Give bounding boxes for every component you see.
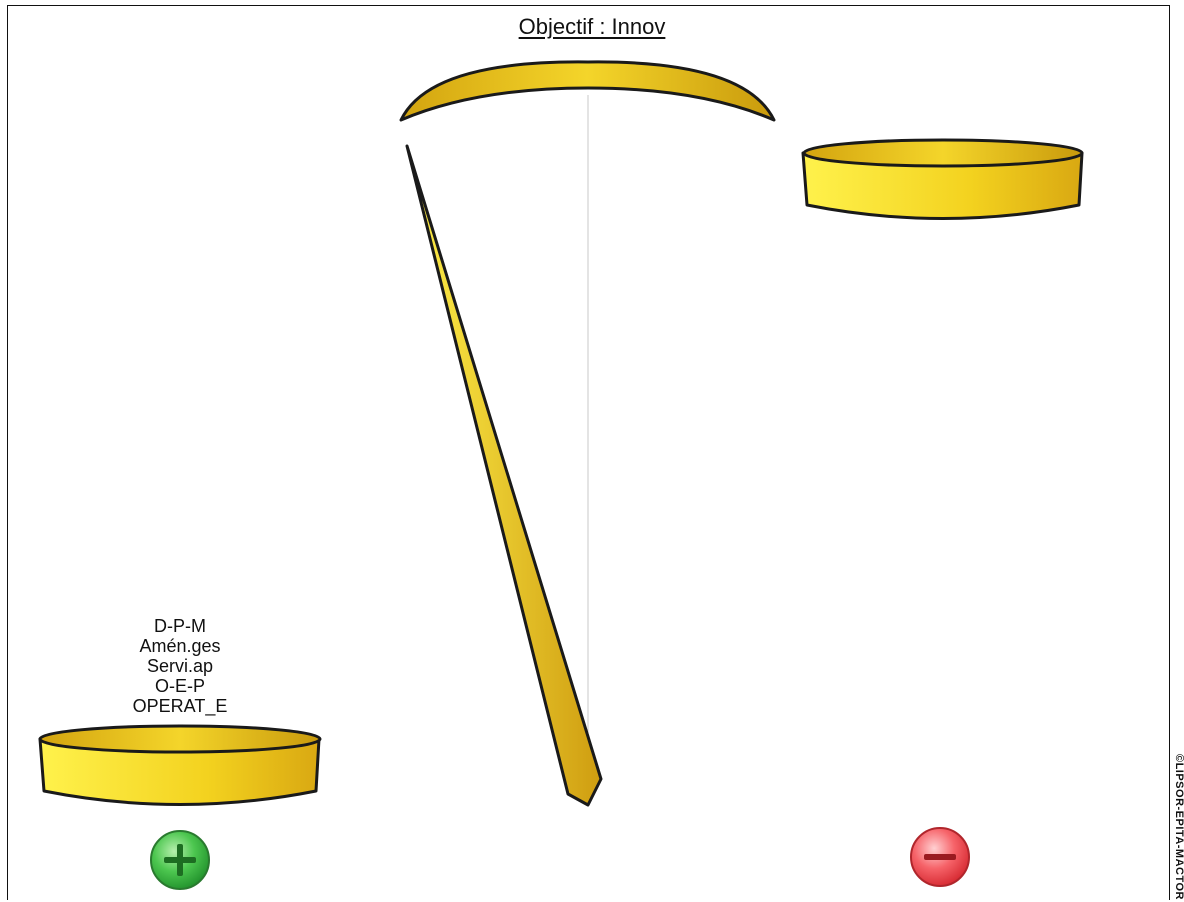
copyright-watermark: ©LIPSOR-EPITA-MACTOR: [1171, 520, 1184, 900]
minus-button[interactable]: [909, 826, 971, 888]
balance-needle: [407, 146, 601, 805]
left-pan-actor-list: D-P-M Amén.ges Servi.ap O-E-P OPERAT_E: [40, 616, 320, 716]
actor-label: OPERAT_E: [40, 696, 320, 716]
right-pan: [803, 140, 1082, 219]
actor-label: Amén.ges: [40, 636, 320, 656]
plus-button[interactable]: [149, 829, 211, 891]
left-pan: [40, 726, 320, 805]
plus-circle-icon: [149, 829, 211, 891]
minus-circle-icon: [909, 826, 971, 888]
actor-label: Servi.ap: [40, 656, 320, 676]
actor-label: D-P-M: [40, 616, 320, 636]
actor-label: O-E-P: [40, 676, 320, 696]
